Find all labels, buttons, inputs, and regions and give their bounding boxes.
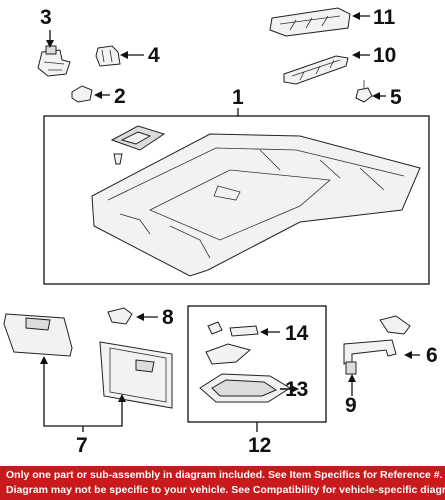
callout-12: 12	[248, 434, 271, 457]
callout-3: 3	[40, 6, 52, 29]
callout-10: 10	[373, 44, 396, 67]
parts-diagram: 3 4 2 11 10 5 1	[3, 6, 438, 457]
callout-2: 2	[114, 85, 126, 108]
disclaimer-line-1: Only one part or sub-assembly in diagram…	[6, 469, 443, 481]
part-8-clip	[107, 307, 133, 325]
part-sunvisor-right	[99, 341, 173, 409]
callout-14: 14	[285, 322, 309, 345]
callout-7: 7	[76, 434, 88, 457]
callout-8: 8	[162, 306, 174, 329]
headliner-box	[43, 115, 430, 285]
disclaimer-banner: Only one part or sub-assembly in diagram…	[0, 466, 445, 500]
part-3-clip	[37, 45, 71, 77]
part-4-bracket	[95, 45, 121, 67]
part-sunvisor-left	[3, 313, 73, 357]
part-5-pin	[355, 80, 373, 103]
part-14-bulb	[207, 321, 259, 337]
part-10-rail	[283, 55, 349, 85]
part-13-lamp	[199, 373, 291, 403]
callout-1: 1	[232, 86, 244, 109]
part-1-headliner	[91, 133, 421, 277]
callout-9: 9	[345, 394, 357, 417]
part-11-bracket	[269, 7, 351, 37]
part-9-grab-handle	[343, 339, 397, 375]
callout-4: 4	[148, 44, 160, 67]
callout-5: 5	[390, 86, 402, 109]
part-lens	[205, 343, 252, 365]
part-2-cap	[71, 85, 93, 103]
part-console-light	[110, 125, 166, 165]
callout-11: 11	[373, 6, 396, 29]
disclaimer-line-2: Diagram may not be specific to your vehi…	[6, 484, 445, 496]
callout-6: 6	[426, 344, 438, 367]
part-6-hook	[379, 315, 411, 335]
